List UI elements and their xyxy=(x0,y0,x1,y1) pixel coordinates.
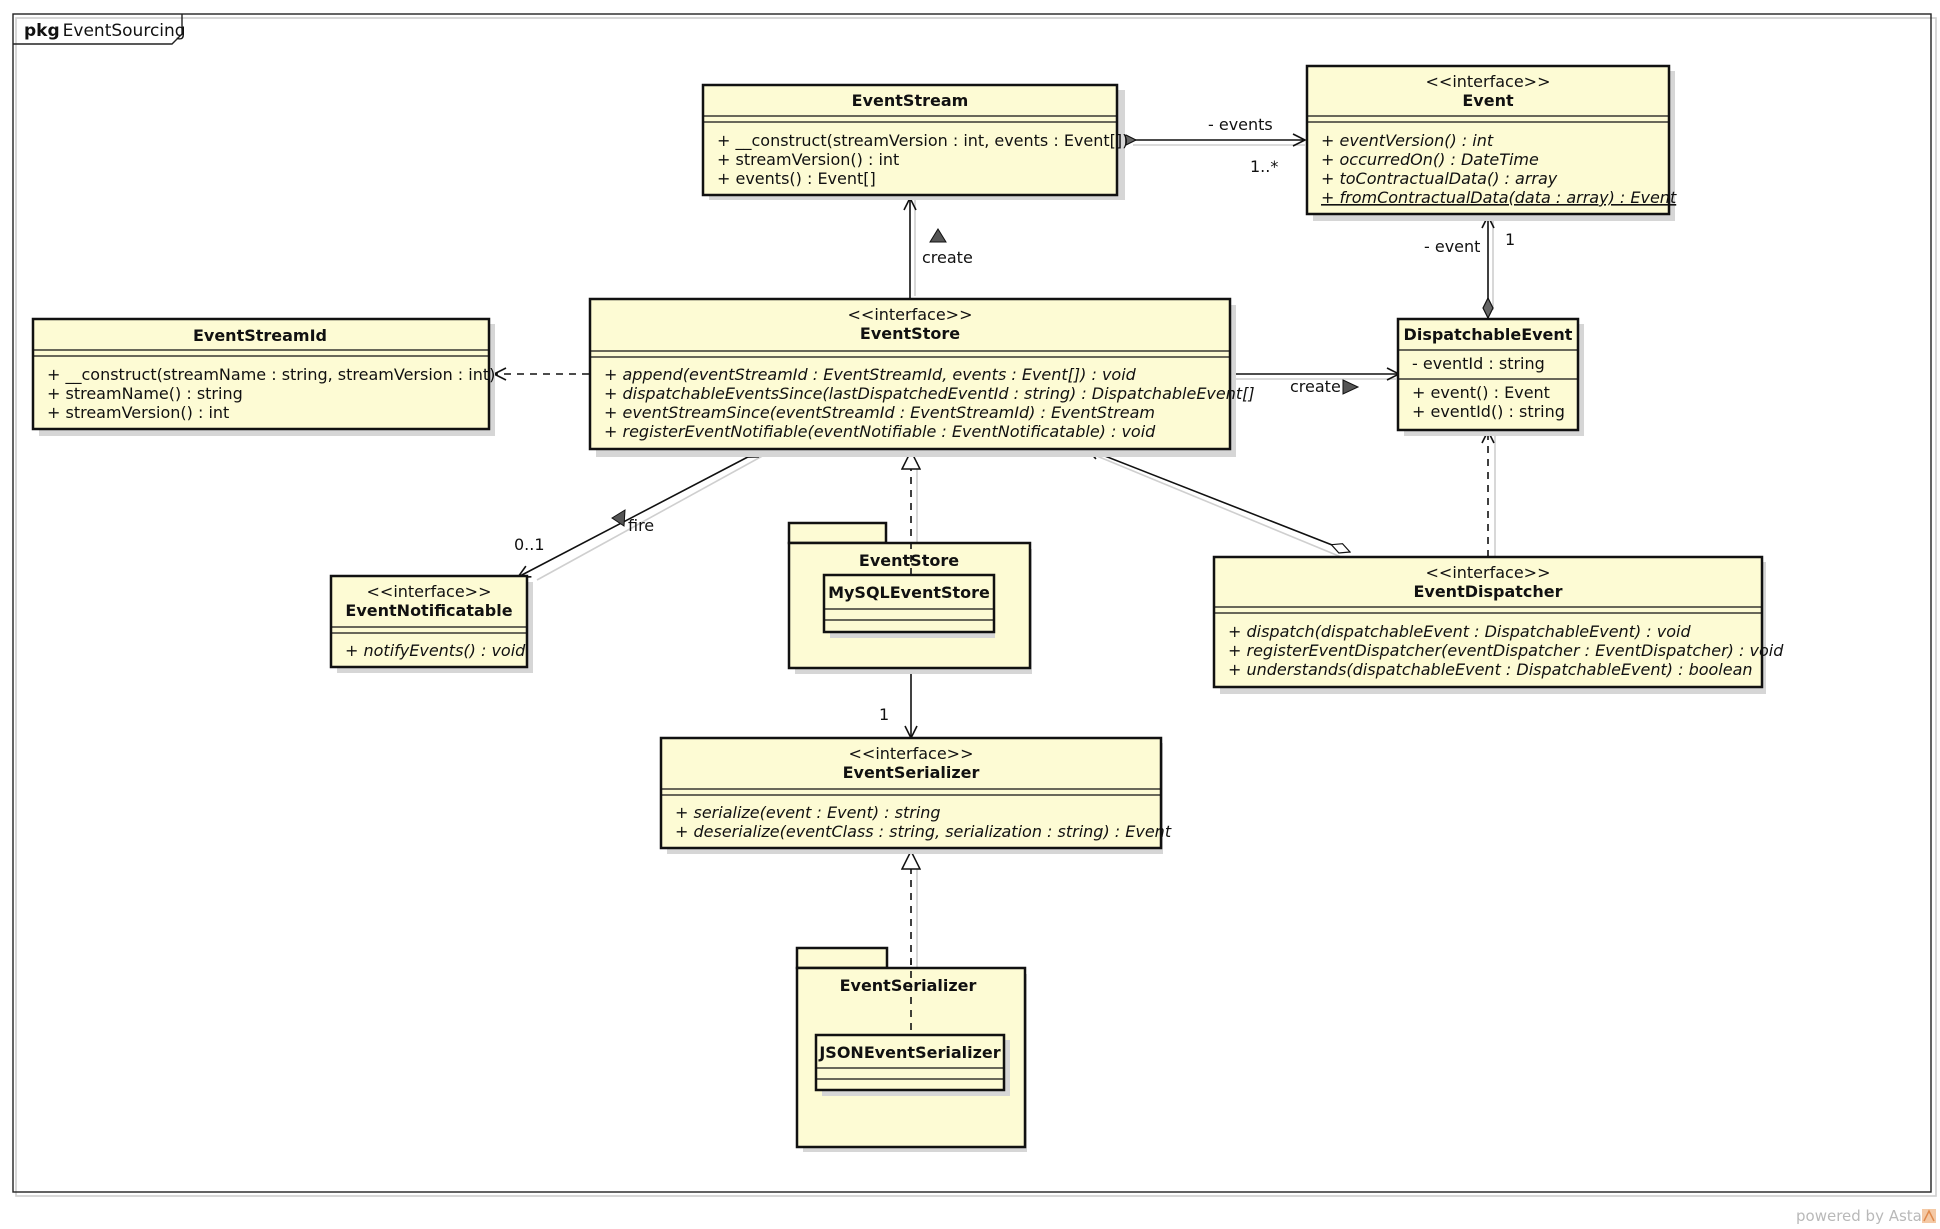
operation: + streamName() : string xyxy=(47,384,243,403)
class-name: EventDispatcher xyxy=(1413,582,1562,601)
stereotype: <<interface>> xyxy=(1426,563,1551,582)
operation: + event() : Event xyxy=(1412,383,1550,402)
operation: + notifyEvents() : void xyxy=(345,641,526,660)
operation: + __construct(streamName : string, strea… xyxy=(47,365,495,385)
class-event-stream[interactable]: EventStream + __construct(streamVersion … xyxy=(701,83,1128,200)
class-event-dispatcher[interactable]: <<interface>> EventDispatcher + dispatch… xyxy=(1212,555,1784,694)
events-role-label: - events xyxy=(1208,115,1273,134)
class-name: MySQLEventStore xyxy=(828,583,990,602)
operation: + events() : Event[] xyxy=(717,169,876,188)
operation: + dispatchableEventsSince(lastDispatched… xyxy=(604,384,1255,403)
direction-triangle-icon xyxy=(929,228,947,243)
operation: + occurredOn() : DateTime xyxy=(1321,150,1539,169)
package-name: EventSerializer xyxy=(840,976,977,995)
fire-label: fire xyxy=(628,516,654,535)
class-name: JSONEventSerializer xyxy=(818,1043,1000,1062)
frame-prefix: pkg xyxy=(24,21,60,41)
class-dispatchable-event[interactable]: DispatchableEvent - eventId : string + e… xyxy=(1396,317,1584,436)
package-name: EventStore xyxy=(859,551,959,570)
operation: + serialize(event : Event) : string xyxy=(675,803,941,822)
operation: + dispatch(dispatchableEvent : Dispatcha… xyxy=(1228,622,1691,641)
class-name: EventNotificatable xyxy=(345,601,512,620)
class-event-serializer[interactable]: <<interface>> EventSerializer + serializ… xyxy=(659,736,1172,854)
class-name: DispatchableEvent xyxy=(1404,325,1573,344)
assoc-fire: fire 0..1 xyxy=(514,447,767,581)
operation: + toContractualData() : array xyxy=(1321,169,1558,188)
stereotype: <<interface>> xyxy=(1426,72,1551,91)
operation: + streamVersion() : int xyxy=(717,150,899,169)
dep-dispatcher-dispatchable xyxy=(1488,431,1496,557)
class-event-store[interactable]: <<interface>> EventStore + append(eventS… xyxy=(588,297,1255,457)
attribute: - eventId : string xyxy=(1412,354,1545,373)
frame-name: EventSourcing xyxy=(63,21,186,41)
dep-create-dispatchable: create xyxy=(1231,374,1399,396)
dep-create-eventstream: create xyxy=(910,198,973,298)
operation-static: + fromContractualData(data : array) : Ev… xyxy=(1321,188,1677,207)
class-name: EventStreamId xyxy=(193,326,327,345)
notif-multiplicity: 0..1 xyxy=(514,535,545,554)
class-name: Event xyxy=(1462,91,1514,110)
class-name: EventSerializer xyxy=(843,763,980,782)
assoc-stream-events: - events 1..* xyxy=(1116,115,1305,176)
event-multiplicity: 1 xyxy=(1505,230,1515,249)
direction-triangle-icon xyxy=(1342,379,1360,395)
class-event-notificatable[interactable]: <<interface>> EventNotificatable + notif… xyxy=(329,574,533,673)
stereotype: <<interface>> xyxy=(849,744,974,763)
assoc-dispatcher-store xyxy=(1087,449,1350,560)
assoc-dispatchable-event: - event 1 xyxy=(1424,216,1515,318)
stereotype: <<interface>> xyxy=(848,305,973,324)
operation: + deserialize(eventClass : string, seria… xyxy=(675,822,1172,841)
serializer-multiplicity: 1 xyxy=(879,705,889,724)
class-mysql-event-store[interactable]: MySQLEventStore xyxy=(822,573,996,638)
operation: + eventStreamSince(eventStreamId : Event… xyxy=(604,403,1155,422)
direction-triangle-icon xyxy=(611,509,626,527)
watermark: powered by Astah xyxy=(1796,1207,1931,1225)
astah-logo-icon xyxy=(1922,1209,1936,1223)
class-event-stream-id[interactable]: EventStreamId + __construct(streamName :… xyxy=(31,317,495,436)
class-name: EventStore xyxy=(860,324,960,343)
class-json-event-serializer[interactable]: JSONEventSerializer xyxy=(814,1033,1010,1096)
operation: + understands(dispatchableEvent : Dispat… xyxy=(1228,660,1753,679)
event-role-label: - event xyxy=(1424,237,1480,256)
operation: + eventId() : string xyxy=(1412,402,1565,421)
operation: + append(eventStreamId : EventStreamId, … xyxy=(604,365,1137,384)
events-multiplicity: 1..* xyxy=(1250,157,1278,176)
create-top-label: create xyxy=(922,248,973,267)
operation: + registerEventDispatcher(eventDispatche… xyxy=(1228,641,1784,660)
class-event[interactable]: <<interface>> Event + eventVersion() : i… xyxy=(1305,64,1677,221)
operation: + streamVersion() : int xyxy=(47,403,229,422)
operation: + __construct(streamVersion : int, event… xyxy=(717,131,1128,151)
operation: + eventVersion() : int xyxy=(1321,131,1494,150)
class-name: EventStream xyxy=(852,91,969,110)
stereotype: <<interface>> xyxy=(367,582,492,601)
create-right-label: create xyxy=(1290,377,1341,396)
operation: + registerEventNotifiable(eventNotifiabl… xyxy=(604,422,1156,441)
